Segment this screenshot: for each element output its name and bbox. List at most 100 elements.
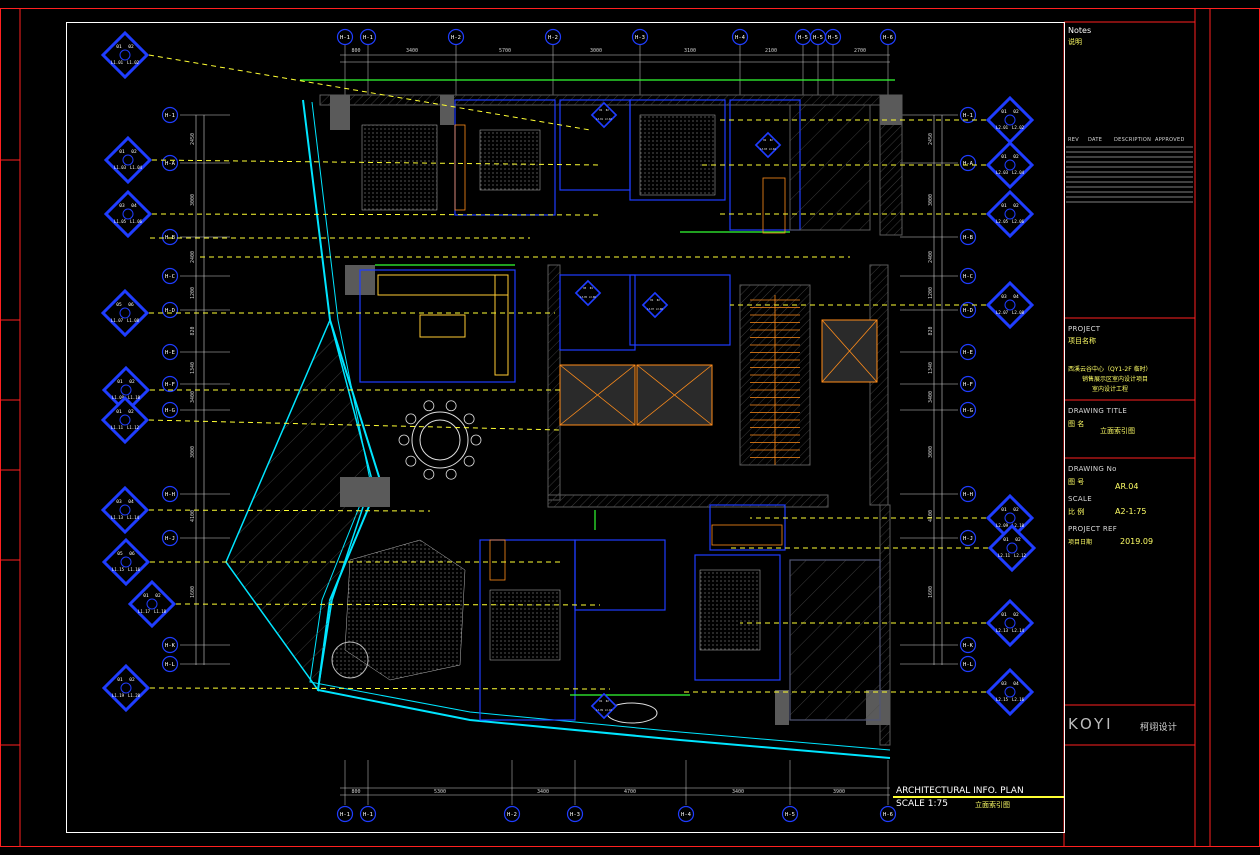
grid-bubble-left bbox=[161, 375, 179, 393]
grid-bubble-right bbox=[959, 267, 977, 285]
grid-bubble-top bbox=[824, 28, 842, 46]
project-ref-cn: 项目日期 bbox=[1068, 539, 1093, 546]
plan-scale-text: SCALE 1:75 bbox=[896, 799, 948, 809]
index-tag-left-center bbox=[146, 598, 158, 610]
index-tag-left-text: L1.09 bbox=[112, 395, 125, 400]
index-tag-left-text: L1.03 bbox=[114, 165, 127, 170]
index-tag-left-center bbox=[122, 154, 134, 166]
index-tag-left-text: 02 bbox=[131, 149, 137, 155]
index-tag-right bbox=[985, 280, 1035, 330]
index-tag-left bbox=[100, 485, 150, 535]
grid-bubble-left-label: H-E bbox=[165, 350, 175, 356]
grid-bubble-top bbox=[544, 28, 562, 46]
index-tag-right-text: 02 bbox=[1015, 537, 1021, 543]
dimension-text-bottom: 3400 bbox=[732, 789, 744, 795]
index-lines bbox=[148, 54, 988, 693]
index-tag-right-center bbox=[1004, 159, 1016, 171]
dimension-text-bottom: 3900 bbox=[833, 789, 845, 795]
index-tag-left-text: 02 bbox=[155, 593, 161, 599]
index-tag-left bbox=[100, 395, 150, 445]
index-tag-inner-text: L3.05 bbox=[580, 296, 587, 299]
index-tag-right-center bbox=[1004, 114, 1016, 126]
grid-bubble-bottom-label: H-6 bbox=[883, 812, 893, 818]
grid-bubble-left bbox=[161, 636, 179, 654]
index-tag-left-text: 06 bbox=[128, 302, 134, 308]
grid-bubble-right bbox=[959, 401, 977, 419]
grid-bubble-left bbox=[161, 485, 179, 503]
index-tag-left-text: L1.04 bbox=[130, 165, 143, 170]
grid-bubble-left-label: H-D bbox=[165, 308, 175, 314]
index-tag-left-text: L1.16 bbox=[128, 567, 141, 572]
grid-bubble-right bbox=[959, 154, 977, 172]
dimension-text-left: 2400 bbox=[190, 251, 196, 263]
notes-cn: 说明 bbox=[1068, 38, 1082, 46]
index-tag-inner-text: L3.10 bbox=[605, 709, 612, 712]
index-tag-right-text: L2.14 bbox=[1012, 628, 1025, 633]
index-tag-right-text: L2.06 bbox=[1012, 219, 1025, 224]
index-tag-right-text: L2.05 bbox=[996, 219, 1009, 224]
dimension-text-top: 5700 bbox=[499, 48, 511, 54]
notes-label: Notes bbox=[1068, 26, 1092, 35]
grid-bubble-top-label: H-1 bbox=[363, 35, 373, 41]
dimension-text-bottom: 3400 bbox=[537, 789, 549, 795]
index-tag-right-center bbox=[1006, 542, 1018, 554]
grid-bubble-top-label: H-4 bbox=[735, 35, 746, 41]
grid-bubble-right bbox=[959, 301, 977, 319]
dimension-text-left: 820 bbox=[190, 326, 196, 335]
index-tag-right bbox=[985, 140, 1035, 190]
index-line bbox=[148, 509, 431, 512]
dining-chair bbox=[405, 413, 417, 425]
index-tag-right-text: 01 bbox=[1001, 154, 1007, 160]
grid-bubble-bottom-label: H-3 bbox=[570, 812, 580, 818]
index-line bbox=[148, 54, 591, 131]
grid-bubble-left bbox=[161, 401, 179, 419]
drawing-no-cn: 图 号 bbox=[1068, 478, 1085, 486]
index-tag-inner-text: 03 bbox=[583, 286, 586, 290]
grid-bubble-bottom-label: H-5 bbox=[785, 812, 795, 818]
index-tag-left bbox=[100, 288, 150, 338]
dimension-text-left: 4100 bbox=[190, 510, 196, 522]
dining-chair bbox=[470, 434, 482, 446]
dining-chair bbox=[445, 468, 457, 480]
grid-bubble-top-label: H-5 bbox=[828, 35, 838, 41]
index-tag-right-text: L2.10 bbox=[1012, 523, 1025, 528]
index-tag-inner-text: 01 bbox=[650, 298, 653, 302]
grid-bubble-right-label: H-F bbox=[963, 382, 973, 388]
drawing-no-label: DRAWING No bbox=[1068, 465, 1117, 473]
index-tag-left-text: L1.12 bbox=[127, 425, 140, 430]
grid-bubble-left bbox=[161, 154, 179, 172]
scale-cn: 比 例 bbox=[1068, 508, 1085, 516]
dimension-text-top: 2100 bbox=[765, 48, 777, 54]
dimension-text-left: 1200 bbox=[190, 287, 196, 299]
grid-bubble-right-label: H-G bbox=[963, 408, 973, 414]
dimension-text-top: 800 bbox=[351, 48, 360, 54]
index-tag-right-center bbox=[1004, 512, 1016, 524]
index-tag-left-text: 06 bbox=[129, 551, 135, 557]
grid-bubble-left bbox=[161, 343, 179, 361]
index-tag-right-text: L2.13 bbox=[996, 628, 1009, 633]
project-label: PROJECT bbox=[1068, 325, 1101, 333]
drawing-border bbox=[66, 22, 1065, 833]
dining-chair bbox=[405, 455, 417, 467]
dimension-text-right: 1340 bbox=[928, 362, 934, 374]
grid-bubble-top bbox=[359, 28, 377, 46]
index-tag-right-text: L2.04 bbox=[1012, 170, 1025, 175]
index-tag-right-text: 02 bbox=[1013, 612, 1019, 618]
project-ref-label: PROJECT REF bbox=[1068, 525, 1118, 533]
index-tag-right-text: 04 bbox=[1013, 681, 1019, 687]
grid-bubble-top-label: H-3 bbox=[635, 35, 645, 41]
grid-bubble-right-label: H-J bbox=[963, 536, 973, 542]
elevator-core bbox=[559, 104, 881, 721]
index-tag-left-text: 05 bbox=[116, 302, 122, 308]
index-tag-left-text: 01 bbox=[119, 149, 125, 155]
grid-bubble-right-label: H-1 bbox=[963, 113, 973, 119]
grid-bubble-right bbox=[959, 655, 977, 673]
index-tag-right-center bbox=[1004, 617, 1016, 629]
grid-bubble-bottom bbox=[879, 805, 897, 823]
index-tag-right-text: 01 bbox=[1001, 612, 1007, 618]
dimension-text-right: 2400 bbox=[928, 251, 934, 263]
